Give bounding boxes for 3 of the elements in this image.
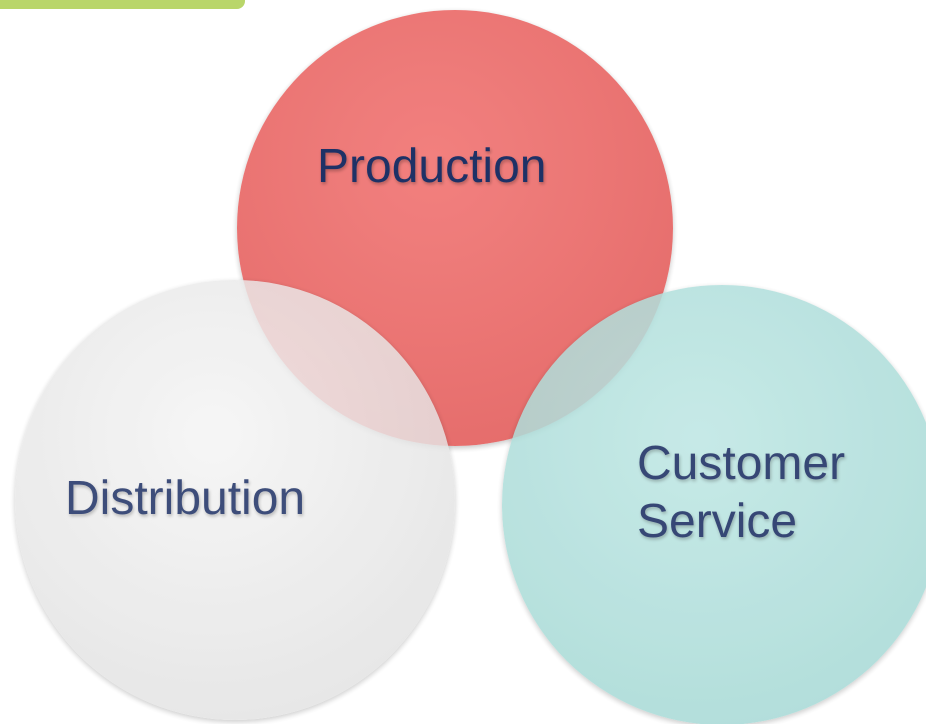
circle-label: Production (317, 139, 548, 195)
circle-label: Distribution (65, 471, 306, 527)
circle-label: Customer Service (637, 436, 846, 550)
